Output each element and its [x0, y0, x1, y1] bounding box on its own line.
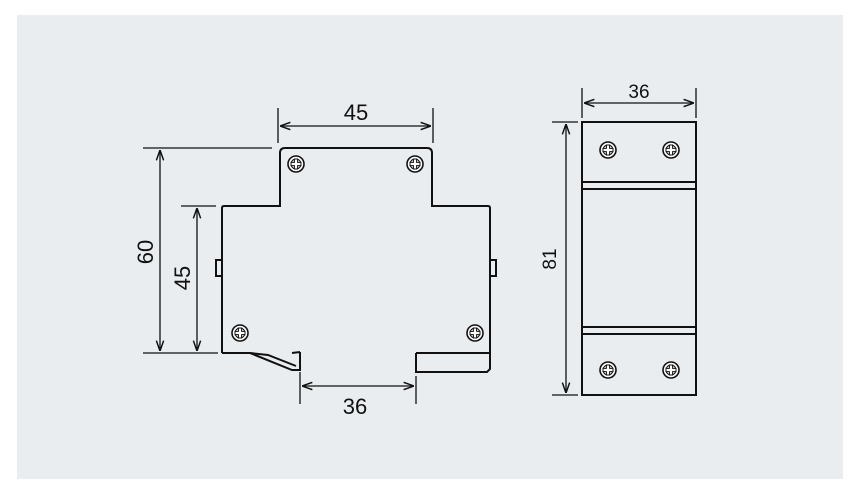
screw-icon [287, 155, 305, 173]
dimension-label-overall-height: 60 [133, 240, 158, 264]
screw-icon [599, 141, 617, 159]
dimension-label-front-height: 81 [540, 248, 561, 269]
side-view-right-latch [490, 259, 497, 277]
front-view-dimension-lines [552, 88, 697, 396]
screw-icon [599, 361, 617, 379]
screw-icon [406, 155, 424, 173]
dimension-label-front-width: 36 [628, 82, 649, 103]
front-view [581, 121, 697, 396]
side-view-dimension-lines [143, 108, 434, 404]
side-view-rail-clip [222, 351, 491, 373]
screw-icon [662, 361, 680, 379]
front-view-body-outline [581, 121, 697, 396]
dimension-label-inner-height: 45 [170, 266, 195, 290]
screw-icon [231, 324, 249, 342]
side-view-body-outline [221, 147, 491, 354]
screw-icon [662, 141, 680, 159]
dimension-label-top-width: 45 [344, 100, 368, 125]
screw-icon [466, 324, 484, 342]
side-view-clip-tab [249, 352, 297, 367]
side-view [215, 147, 497, 373]
side-view-left-latch [215, 259, 222, 277]
drawing-background [17, 15, 843, 479]
dimension-label-rail-width: 36 [343, 394, 367, 419]
